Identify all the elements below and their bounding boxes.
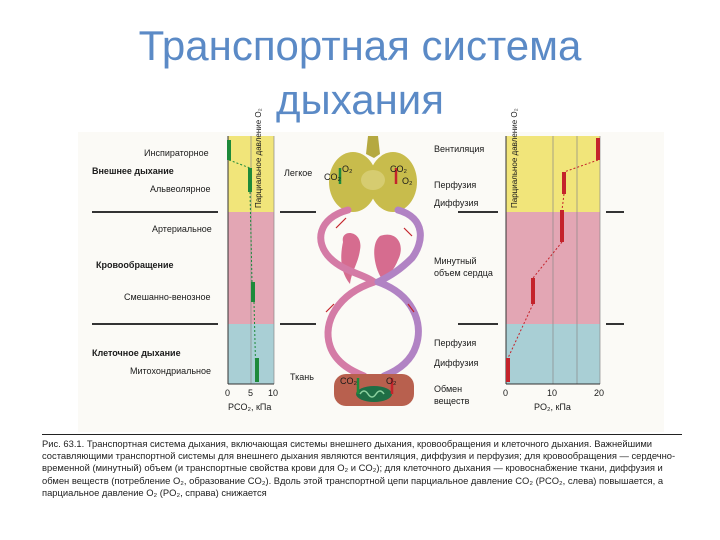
right-tick-10: 10 bbox=[547, 388, 558, 398]
label-mixed-venous: Смешанно-венозное bbox=[124, 292, 211, 302]
label-cellular-respiration: Клеточное дыхание bbox=[92, 348, 181, 358]
label-lung: Легкое bbox=[284, 168, 313, 178]
label-circulation: Кровообращение bbox=[96, 260, 174, 270]
slide-title-line2: дыхания bbox=[276, 76, 444, 123]
label-minute-volume-2: объем сердца bbox=[434, 268, 493, 278]
right-axis-rotated-label: Парциальное давление O₂ bbox=[510, 108, 519, 208]
figure-graphics bbox=[92, 136, 624, 406]
label-alveolar: Альвеолярное bbox=[150, 184, 211, 194]
label-exchange-1: Обмен bbox=[434, 384, 463, 394]
label-o2-lung-left: O₂ bbox=[342, 164, 353, 174]
left-tick-0: 0 bbox=[225, 388, 231, 398]
figure-caption: Рис. 63.1. Транспортная система дыхания,… bbox=[42, 434, 682, 499]
right-tick-0: 0 bbox=[503, 388, 509, 398]
lung-graphic bbox=[329, 136, 417, 212]
label-mitochondrial: Митохондриальное bbox=[130, 366, 212, 376]
slide-title-line1: Транспортная система bbox=[138, 22, 582, 69]
left-tick-10: 10 bbox=[268, 388, 279, 398]
label-minute-volume-1: Минутный bbox=[434, 256, 477, 266]
label-external-respiration: Внешнее дыхание bbox=[92, 166, 174, 176]
label-exchange-2: веществ bbox=[434, 396, 470, 406]
left-axis-rotated-label: Парциальное давление O₂ bbox=[254, 108, 263, 208]
left-axis-unit: PCO₂, кПа bbox=[228, 402, 272, 412]
label-ventilation: Вентиляция bbox=[434, 144, 485, 154]
mitochondrion-graphic bbox=[356, 386, 392, 402]
label-diffusion: Диффузия bbox=[434, 198, 479, 208]
label-o2-tissue: O₂ bbox=[386, 376, 397, 386]
label-co2-lung-right: CO₂ bbox=[390, 164, 407, 174]
label-inspiratory: Инспираторное bbox=[144, 148, 209, 158]
right-axis-unit: PO₂, кПа bbox=[534, 402, 571, 412]
label-perfusion-2: Перфузия bbox=[434, 338, 477, 348]
label-tissue: Ткань bbox=[290, 372, 314, 382]
label-perfusion: Перфузия bbox=[434, 180, 477, 190]
label-o2-lung-right: O₂ bbox=[402, 176, 413, 186]
label-arterial: Артериальное bbox=[152, 224, 212, 234]
right-tick-20: 20 bbox=[594, 388, 605, 398]
label-diffusion-2: Диффузия bbox=[434, 358, 479, 368]
left-tick-5: 5 bbox=[248, 388, 254, 398]
label-co2-tissue: CO₂ bbox=[340, 376, 357, 386]
figure: Инспираторное Внешнее дыхание Альвеолярн… bbox=[78, 108, 664, 432]
label-co2-lung: CO₂ bbox=[324, 172, 341, 182]
